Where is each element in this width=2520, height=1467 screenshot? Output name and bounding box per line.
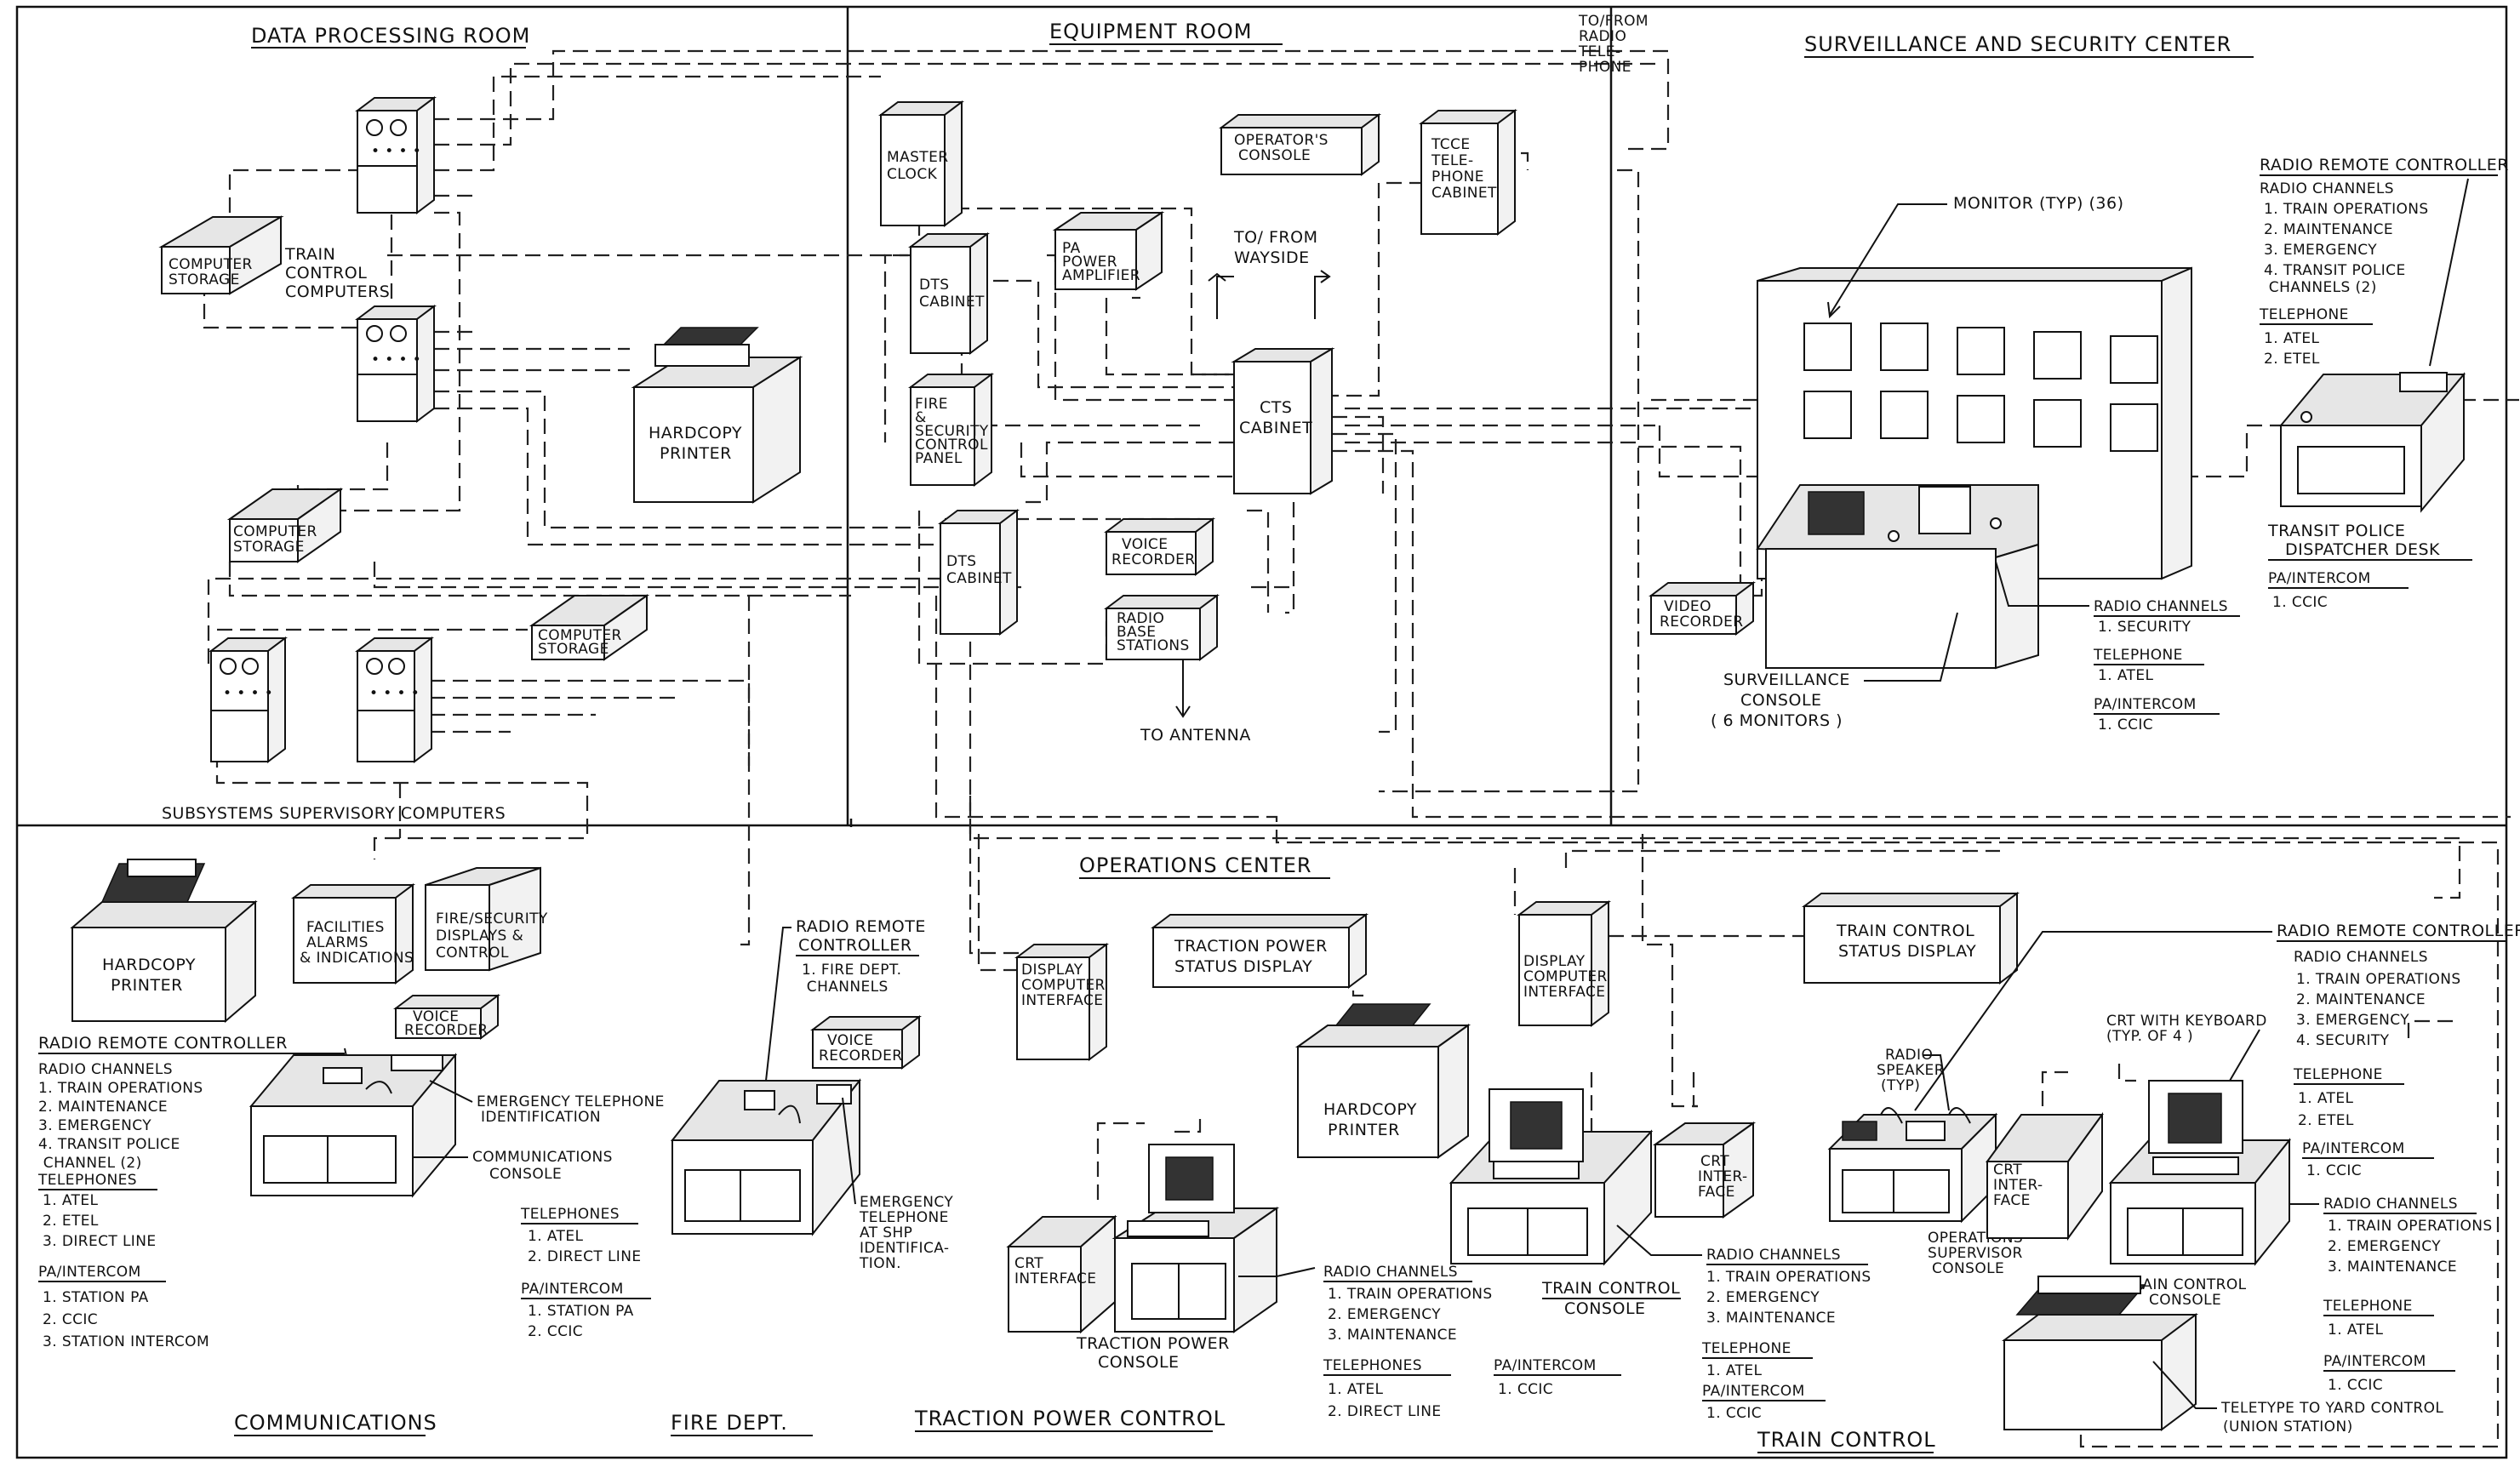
operations-supervisor-console <box>1830 1108 1996 1221</box>
tp-radio-channels: RADIO CHANNELS1. TRAIN OPERATIONS2. EMER… <box>1323 1264 1493 1344</box>
train-control-computer: • • • • <box>357 98 434 213</box>
computer-storage: COMPUTERSTORAGE <box>532 596 647 659</box>
svg-text:• • • •: • • • • <box>223 685 273 702</box>
tc-rrc-telephone: TELEPHONE1. ATEL2. ETEL <box>2293 1066 2383 1129</box>
radio-speaker-label: RADIOSPEAKER(TYP) <box>1877 1047 1945 1094</box>
radio-base-stations: RADIOBASESTATIONS <box>1106 596 1217 659</box>
fire-rrc-channels: 1. FIRE DEPT. CHANNELS <box>802 962 901 996</box>
to-from-wayside-label: TO/ FROMWAYSIDE <box>1233 228 1317 267</box>
svg-text:• • • •: • • • • <box>371 143 421 160</box>
master-clock: MASTERCLOCK <box>881 102 962 225</box>
wayside-arrows <box>1209 271 1329 319</box>
communications-console-label: COMMUNICATIONSCONSOLE <box>472 1149 613 1183</box>
monitor-typ-label: MONITOR (TYP) (36) <box>1953 194 2124 213</box>
communications-console <box>251 1055 455 1196</box>
surveillance-center-title: SURVEILLANCE AND SECURITY CENTER <box>1804 32 2231 56</box>
transit-police-dispatcher-desk-label: TRANSIT POLICEDISPATCHER DESK <box>2267 522 2440 559</box>
train-control-area-title: TRAIN CONTROL <box>1757 1428 1936 1452</box>
tp-telephones: TELEPHONES1. ATEL2. DIRECT LINE <box>1323 1357 1441 1420</box>
traction-power-control-area-title: TRACTION POWER CONTROL <box>914 1407 1226 1430</box>
operations-center-title: OPERATIONS CENTER <box>1079 853 1312 877</box>
computer-storage: COMPUTERSTORAGE <box>230 489 340 562</box>
data-processing-room-title: DATA PROCESSING ROOM <box>251 24 530 48</box>
subsystem-supervisory-computer: • • • • <box>211 638 285 762</box>
svg-text:• • • •: • • • • <box>369 685 420 702</box>
transit-police-dispatcher-desk <box>2281 373 2464 511</box>
equipment-room-title: EQUIPMENT ROOM <box>1049 20 1252 43</box>
communications-area: HARDCOPYPRINTER FACILITIESALARMS& INDICA… <box>37 859 665 1350</box>
tc-rrc-title: RADIO REMOTE CONTROLLER <box>2277 922 2520 940</box>
crt-with-keyboard-label: CRT WITH KEYBOARD(TYP. OF 4 ) <box>2106 1013 2267 1045</box>
to-antenna-label: TO ANTENNA <box>1140 726 1251 745</box>
fire-dept-area-title: FIRE DEPT. <box>671 1411 788 1435</box>
subsystem-supervisory-computer: • • • • <box>357 638 431 762</box>
train-control-console <box>2111 1081 2289 1264</box>
comm-telephones: TELEPHONES1. ATEL2. ETEL3. DIRECT LINE <box>37 1172 156 1250</box>
traction-power-console <box>1115 1144 1277 1332</box>
fire-radio-remote-controller: RADIO REMOTECONTROLLER <box>796 917 926 955</box>
fire-emergency-telephone: EMERGENCYTELEPHONEAT SHPIDENTIFICA-TION. <box>859 1194 953 1272</box>
svg-text:• • • •: • • • • <box>371 351 421 368</box>
train-control-console <box>1451 1089 1651 1264</box>
teletype-label: TELETYPE TO YARD CONTROL(UNION STATION) <box>2220 1400 2443 1436</box>
subsystems-supervisory-computers-label: SUBSYSTEMS SUPERVISORY COMPUTERS <box>162 804 506 823</box>
traction-power-status-display: TRACTION POWERSTATUS DISPLAY <box>1153 915 1366 987</box>
fire-console <box>672 1081 860 1234</box>
train-control-computer: • • • • <box>357 306 434 421</box>
traction-power-console-label: TRACTION POWERCONSOLE <box>1076 1334 1230 1372</box>
radio-remote-controller-channels: RADIO CHANNELS1. TRAIN OPERATIONS2. MAIN… <box>2260 180 2429 296</box>
comm-rrc-title: RADIO REMOTE CONTROLLER <box>38 1034 288 1053</box>
communications-area-title: COMMUNICATIONS <box>234 1411 437 1435</box>
radio-remote-controller-title: RADIO REMOTE CONTROLLER <box>2260 156 2509 174</box>
surveillance-console <box>1757 485 2038 668</box>
tc-rrc-pa: PA/INTERCOM1. CCIC <box>2302 1140 2405 1179</box>
tp-crt-interface: CRTINTERFACE <box>1009 1217 1115 1332</box>
